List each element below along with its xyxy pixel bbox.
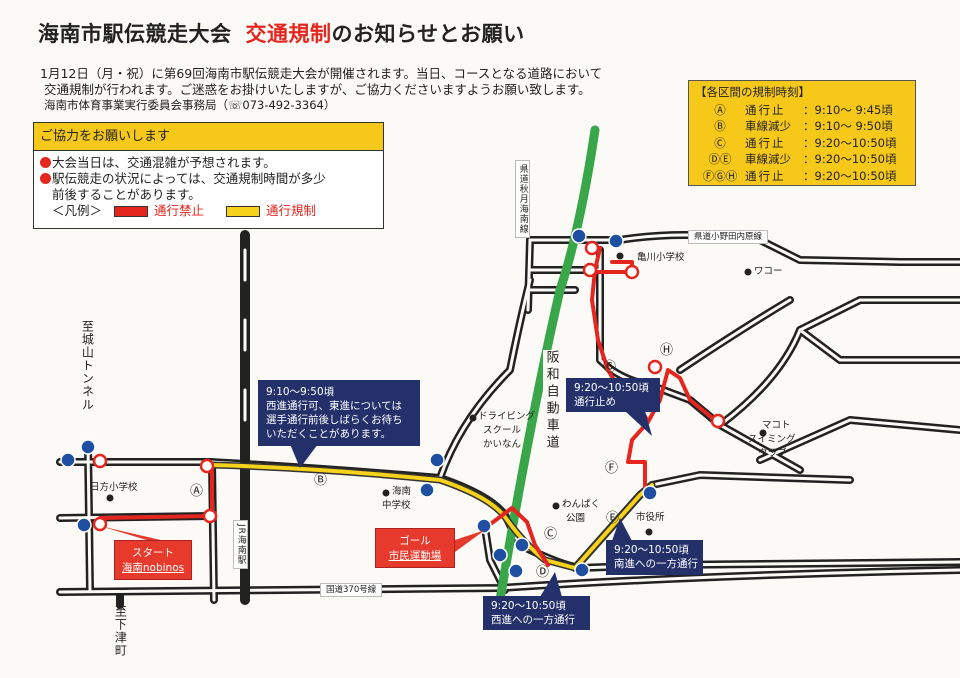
- section-id: Ⓒ: [714, 135, 726, 150]
- place-dot-icon: [106, 252, 767, 536]
- regulation-type: 通行止: [745, 168, 786, 183]
- no-entry-icon: [92, 240, 726, 532]
- legend-restricted-swatch: [226, 206, 261, 217]
- label-route370: 国道370号線: [320, 583, 383, 598]
- label-city-hall: 市役所: [636, 512, 665, 523]
- label-hanwa-expressway: 阪和自動車道: [543, 350, 559, 452]
- section-id: ⒻⒼⒽ: [702, 168, 738, 183]
- restricted-route: [208, 461, 656, 572]
- label-jr-station: JR海南駅: [233, 520, 248, 569]
- start-place: 海南nobinos: [121, 562, 185, 574]
- callout-text: 西進への一方通行: [491, 614, 575, 626]
- legend: ＜凡例＞ 通行禁止 通行規制: [40, 203, 377, 219]
- section-marker-b: Ⓑ: [314, 473, 328, 488]
- regulation-type: 通行止: [745, 135, 786, 150]
- label-kainan-jhs: 海南: [392, 486, 412, 497]
- callout-text: 南進への一方通行: [614, 558, 698, 570]
- regulation-time: ：9:20～10:50頃: [803, 152, 897, 167]
- label-kamekawa-school: 亀川小学校: [637, 252, 685, 263]
- callout-section-g: 9:20～10:50頃 通行止め: [566, 378, 660, 412]
- label-wako: ワコー: [754, 266, 783, 277]
- goal-label: ゴール: [399, 535, 431, 547]
- legend-label: ＜凡例＞: [52, 203, 103, 218]
- regulation-time: ：9:10～ 9:50頃: [803, 119, 893, 134]
- section-marker-d: Ⓓ: [536, 565, 550, 580]
- label-makoto-swim-3: クラブ: [758, 448, 787, 459]
- schedule-heading: 【各区間の規制時刻】: [695, 85, 810, 99]
- label-driving-school-3: かいなん: [483, 439, 522, 450]
- notice-2-cont: 前後することがあります。: [52, 187, 201, 202]
- section-id: Ⓑ: [714, 119, 726, 134]
- schedule-row: Ⓒ 通行止 ：9:20～10:50頃: [695, 135, 909, 152]
- regulation-type: 通行止: [745, 102, 786, 117]
- regulation-type: 車線減少: [745, 119, 791, 134]
- callout-time: 9:20～10:50頃: [574, 382, 649, 394]
- hanwa-expressway: [495, 125, 600, 605]
- section-marker-g: Ⓖ: [603, 360, 617, 375]
- section-id: Ⓐ: [714, 102, 726, 117]
- label-onoda-road: 県道小野田内原線: [688, 230, 769, 245]
- regulation-time: ：9:20～10:50頃: [803, 168, 897, 183]
- intro-line-2: 交通規制が行われます。ご迷惑をお掛けいたしますが、ご協力くださいますようお願い致…: [44, 82, 591, 97]
- intro-line-1: 1月12日（月・祝）に第69回海南市駅伝競走大会が開催されます。当日、コースとな…: [40, 66, 603, 81]
- section-marker-h: Ⓗ: [660, 343, 674, 358]
- regulation-time: ：9:10～ 9:45頃: [803, 102, 893, 117]
- notice-2: 駅伝競走の状況によっては、交通規制時間が多少: [52, 171, 326, 186]
- callout-text: いただくことがあります。: [266, 428, 391, 440]
- page-title: 海南市駅伝競走大会交通規制のお知らせとお願い: [38, 22, 525, 47]
- title-red: 交通規制: [245, 22, 332, 46]
- callout-section-e: 9:20～10:50頃 南進への一方通行: [606, 540, 703, 575]
- label-to-shiroyama: 至城山トンネル: [80, 320, 95, 411]
- section-marker-e: Ⓔ: [606, 511, 620, 526]
- section-marker-a: Ⓐ: [190, 484, 204, 499]
- legend-closed-swatch: [114, 206, 149, 217]
- office-contact: 海南市体育事業実行委員会事務局（☏073-492-3364）: [44, 98, 336, 112]
- label-makoto-swim: マコト: [762, 420, 791, 431]
- callout-section-b: 9:10～9:50頃 西進通行可、東進については 選手通行前後しばらくお待ち い…: [258, 380, 420, 446]
- cooperation-heading: ご協力をお願いします: [34, 123, 383, 151]
- goal-place: 市民運動場: [388, 550, 442, 562]
- cooperation-panel: ご協力をお願いします 大会当日は、交通混雑が予想されます。 駅伝競走の状況によっ…: [33, 122, 384, 229]
- direction-sign-icon: [60, 228, 658, 579]
- label-wanpaku-park-2: 公園: [566, 513, 586, 524]
- label-makoto-swim-2: スイミング: [748, 434, 796, 445]
- section-marker-f: Ⓕ: [605, 461, 619, 476]
- label-driving-school: ドライビング: [478, 411, 536, 422]
- label-kainan-jhs-2: 中学校: [382, 500, 411, 511]
- bullet-icon: [40, 173, 51, 184]
- schedule-row: ⒻⒼⒽ 通行止 ：9:20～10:50頃: [695, 168, 909, 185]
- callout-time: 9:20～10:50頃: [614, 544, 689, 556]
- schedule-panel: 【各区間の規制時刻】 Ⓐ 通行止 ：9:10～ 9:45頃 Ⓑ 車線減少 ：9:10～ …: [688, 80, 916, 186]
- schedule-row: Ⓐ 通行止 ：9:10～ 9:45頃: [695, 102, 909, 119]
- section-marker-c: Ⓒ: [544, 527, 558, 542]
- regulation-type: 車線減少: [745, 152, 791, 167]
- label-to-shimotsu: 至下津町: [113, 605, 128, 657]
- goal-marker: ゴール 市民運動場: [375, 528, 455, 568]
- callout-time: 9:20～10:50頃: [491, 600, 566, 612]
- legend-closed-label: 通行禁止: [154, 203, 205, 218]
- label-wanpaku-park: わんぱく: [562, 499, 601, 510]
- section-id: ⒹⒺ: [708, 152, 732, 167]
- schedule-row: Ⓑ 車線減少 ：9:10～ 9:50頃: [695, 119, 909, 136]
- callout-text: 選手通行前後しばらくお待ち: [266, 414, 403, 426]
- title-main: 海南市駅伝競走大会: [38, 22, 232, 46]
- callout-text: 通行止め: [574, 396, 616, 408]
- start-marker: スタート 海南nobinos: [114, 540, 192, 580]
- bullet-icon: [40, 157, 51, 168]
- label-driving-school-2: スクール: [483, 425, 522, 436]
- callout-time: 9:10～9:50頃: [266, 386, 335, 398]
- notice-1: 大会当日は、交通混雑が予想されます。: [52, 155, 276, 170]
- label-akizuki-road: 県道秋月海南線: [515, 160, 530, 238]
- label-hikata-school: 日方小学校: [90, 482, 138, 493]
- callout-section-d: 9:20～10:50頃 西進への一方通行: [483, 596, 590, 630]
- schedule-row: ⒹⒺ 車線減少 ：9:20～10:50頃: [695, 152, 909, 169]
- start-label: スタート: [132, 547, 174, 559]
- legend-restricted-label: 通行規制: [266, 203, 317, 218]
- title-tail: のお知らせとお願い: [331, 22, 525, 46]
- callout-text: 西進通行可、東進については: [266, 400, 402, 412]
- regulation-time: ：9:20～10:50頃: [803, 135, 897, 150]
